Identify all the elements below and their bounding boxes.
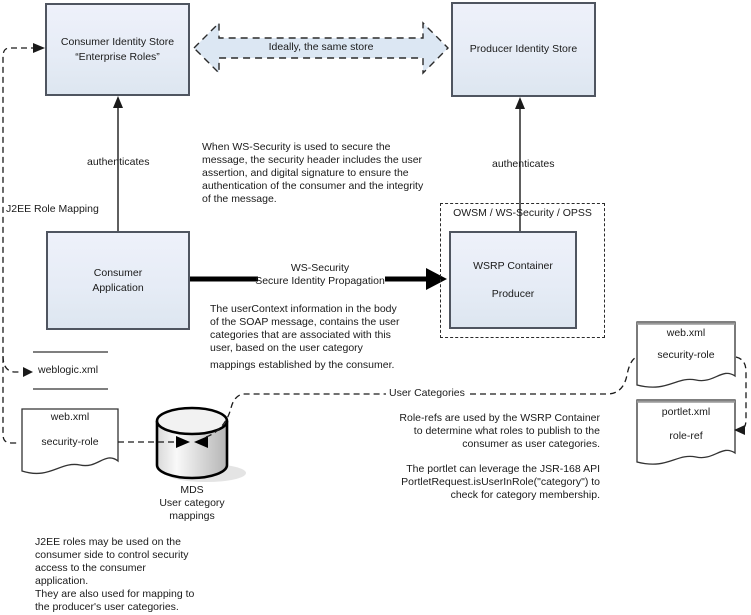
arrowhead-into-portlet	[734, 425, 745, 435]
weblogic-xml-label: weblogic.xml	[38, 364, 99, 376]
web-xml-left-document	[21, 408, 119, 475]
web-xml-left-title: web.xml	[50, 411, 90, 423]
producer-identity-store-label: Producer Identity Store	[469, 43, 578, 55]
portlet-note: The portlet can leverage the JSR-168 API…	[401, 463, 600, 501]
user-categories-connector-right	[470, 356, 638, 395]
consumer-application-label: Consumer Application	[92, 266, 144, 294]
meeting-arrowhead-rightward	[176, 436, 190, 448]
arrowhead-into-consumer-store	[33, 43, 45, 53]
wsrp-container-box: WSRP Container Producer	[449, 231, 577, 329]
mds-label: MDS User category mappings	[159, 484, 225, 522]
webxml-to-portlet-connector	[735, 356, 747, 431]
arrowhead-up-left	[113, 96, 123, 108]
consumer-identity-store-label: Consumer Identity Store “Enterprise Role…	[60, 35, 175, 63]
user-context-note-2: mappings established by the consumer.	[210, 359, 395, 371]
authenticates-label-left: authenticates	[87, 156, 150, 168]
web-xml-right-document	[636, 321, 736, 388]
ideally-same-store-label: Ideally, the same store	[268, 41, 374, 53]
meeting-arrowhead-leftward	[194, 436, 208, 448]
wsrp-container-label: WSRP Container Producer	[473, 260, 553, 300]
mds-cylinder-top	[155, 406, 229, 436]
j2ee-role-mapping-label: J2EE Role Mapping	[6, 203, 99, 215]
j2ee-roles-note: J2EE roles may be used on the consumer s…	[35, 536, 195, 613]
ws-security-note: When WS-Security is used to secure the m…	[202, 141, 424, 205]
web-xml-right-title: web.xml	[666, 327, 706, 339]
portlet-xml-document	[636, 399, 736, 465]
portlet-xml-subtitle: role-ref	[669, 430, 703, 442]
role-refs-note: Role-refs are used by the WSRP Container…	[399, 412, 600, 450]
user-categories-label: User Categories	[389, 387, 465, 399]
portlet-xml-title: portlet.xml	[661, 406, 711, 418]
authenticates-label-right: authenticates	[492, 158, 555, 170]
consumer-identity-store-box: Consumer Identity Store “Enterprise Role…	[45, 3, 190, 96]
owsm-group-label: OWSM / WS-Security / OPSS	[453, 207, 592, 219]
web-xml-left-subtitle: security-role	[41, 436, 99, 448]
consumer-application-box: Consumer Application	[46, 231, 190, 330]
arrowhead-up-right	[515, 97, 525, 109]
arrowhead-into-weblogic	[23, 367, 33, 377]
owsm-group-box: OWSM / WS-Security / OPSS	[440, 203, 605, 338]
same-store-double-arrow	[193, 21, 449, 75]
ws-security-arrowhead	[426, 268, 447, 290]
web-xml-right-subtitle: security-role	[657, 349, 715, 361]
ws-security-arrow-label: WS-Security Secure Identity Propagation	[255, 262, 385, 287]
user-context-note: The userContext information in the body …	[210, 303, 400, 354]
user-categories-connector-left	[205, 393, 386, 438]
j2ee-role-mapping-connector	[2, 47, 37, 444]
weblogic-branch-connector	[2, 355, 21, 373]
producer-identity-store-box: Producer Identity Store	[451, 2, 596, 97]
